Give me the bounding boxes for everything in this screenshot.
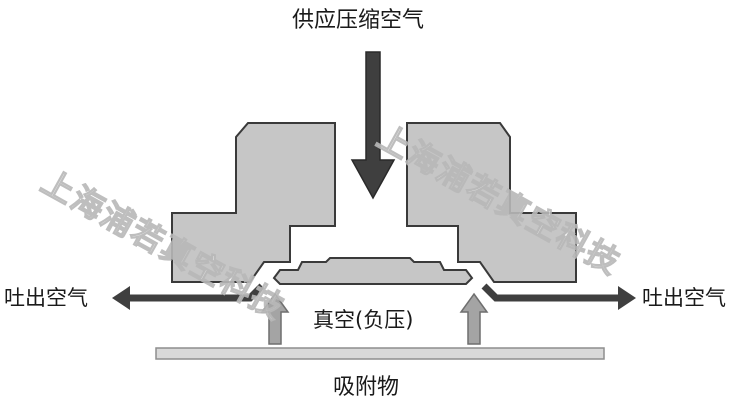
- exhaust-arrowhead-right: [618, 286, 636, 310]
- left-nozzle-body: [171, 122, 336, 283]
- workpiece-label: 吸附物: [333, 375, 400, 400]
- vacuum-arrow-right: [459, 292, 489, 345]
- vacuum-arrow-left: [260, 292, 290, 345]
- exhaust-air-label-right: 吐出空气: [642, 286, 726, 310]
- supply-air-arrow: [350, 51, 396, 200]
- exhaust-arrow-left: [126, 283, 265, 302]
- exhaust-air-label-left: 吐出空气: [4, 286, 88, 310]
- exhaust-arrow-right: [481, 283, 620, 302]
- exhaust-arrowhead-left: [112, 286, 130, 310]
- workpiece-plate: [155, 347, 605, 360]
- center-deflector: [272, 257, 474, 285]
- supply-air-label: 供应压缩空气: [292, 8, 425, 33]
- vacuum-label: 真空(负压): [313, 308, 414, 332]
- right-nozzle-body: [406, 122, 577, 283]
